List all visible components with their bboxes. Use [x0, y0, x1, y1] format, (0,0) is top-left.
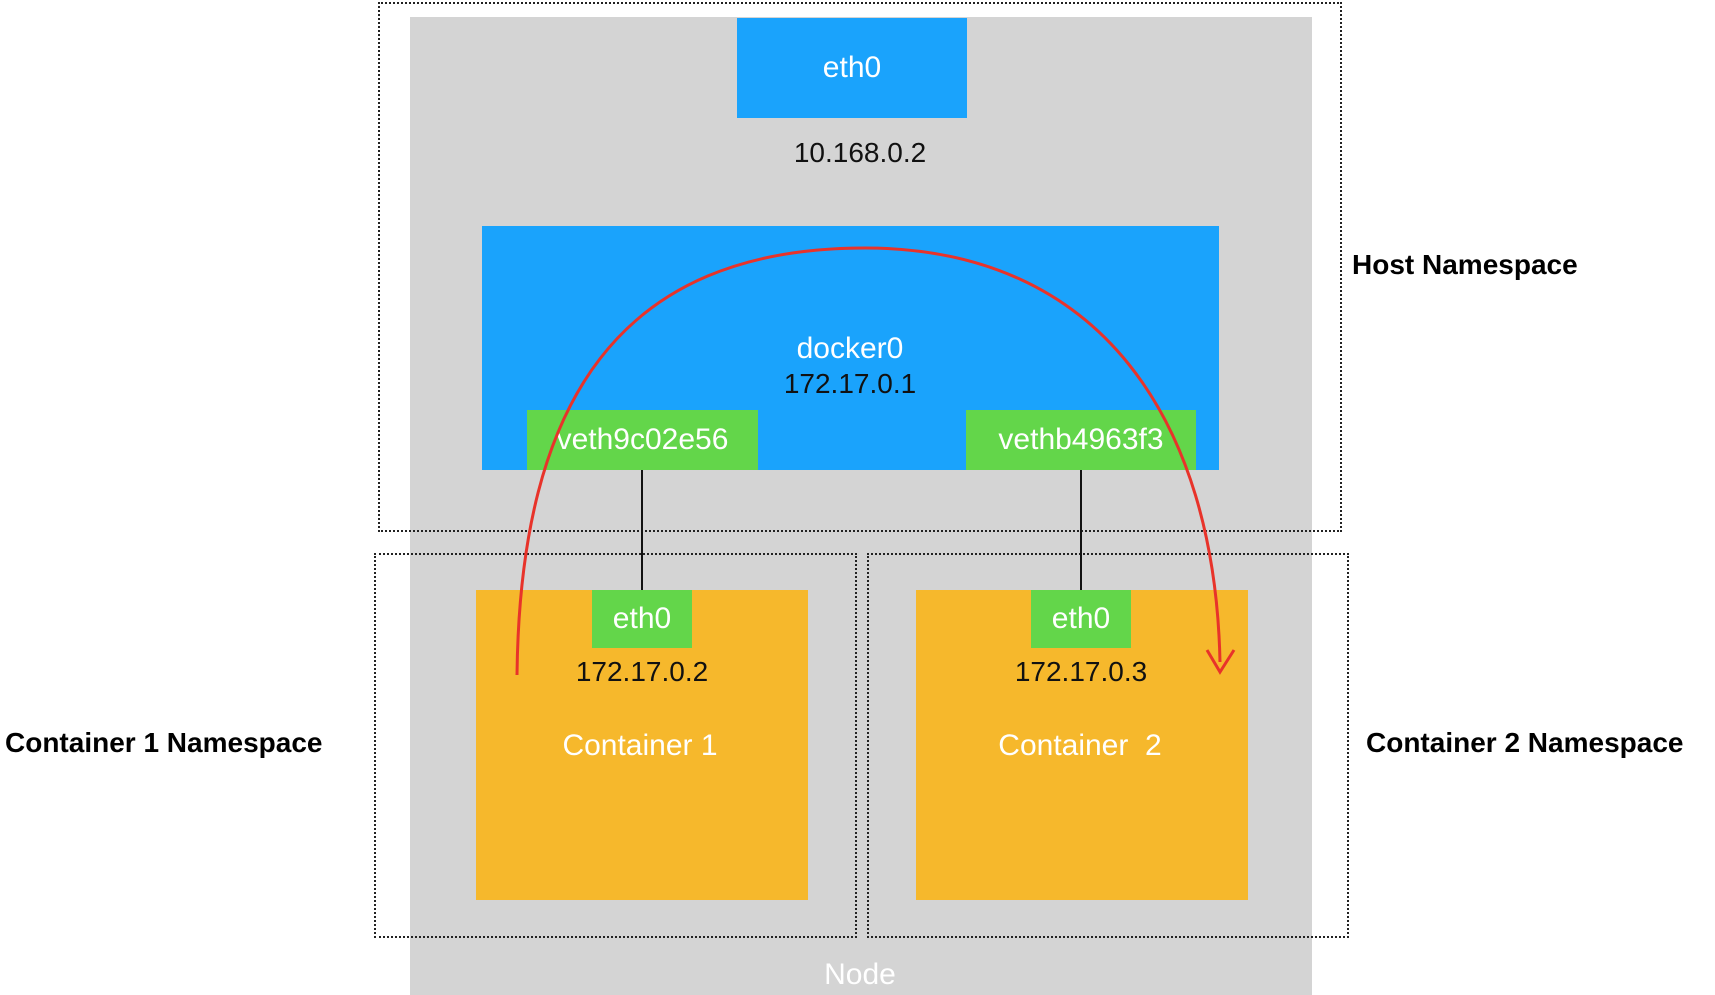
container2-eth0-label: eth0: [1051, 602, 1111, 635]
container2-eth0: eth0: [1031, 590, 1131, 648]
host-namespace-label: Host Namespace: [1352, 249, 1578, 280]
veth-container2: vethb4963f3: [966, 410, 1196, 470]
container2-namespace-label: Container 2 Namespace: [1366, 727, 1684, 758]
veth-container2-label: vethb4963f3: [998, 423, 1164, 456]
container2-ip: 172.17.0.3: [1014, 656, 1148, 687]
host-eth0-ip: 10.168.0.2: [793, 137, 927, 168]
packet-flow-arrowhead: [1205, 649, 1236, 675]
container1-namespace-label: Container 1 Namespace: [5, 727, 323, 758]
packet-flow-arrow: [515, 246, 1222, 676]
container1-namespace-box: [374, 553, 857, 938]
docker0-label: docker0: [796, 332, 904, 365]
veth-container1: veth9c02e56: [527, 410, 758, 470]
container2-label: Container 2: [998, 729, 1162, 762]
container1-eth0: eth0: [592, 590, 692, 648]
container1-ip: 172.17.0.2: [575, 656, 709, 687]
docker0-ip: 172.17.0.1: [783, 368, 917, 399]
veth-container1-label: veth9c02e56: [556, 423, 729, 456]
container2-namespace-box: [867, 553, 1349, 938]
container1-label: Container 1: [562, 729, 718, 762]
container1-eth0-label: eth0: [612, 602, 672, 635]
host-eth0: eth0: [737, 18, 967, 118]
host-namespace-box: [378, 2, 1342, 532]
host-eth0-label: eth0: [822, 51, 882, 84]
node-label: Node: [824, 958, 896, 991]
